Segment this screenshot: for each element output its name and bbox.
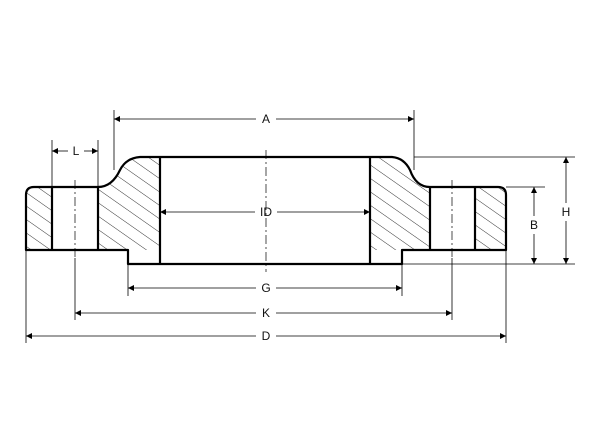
label-k: K	[262, 306, 270, 320]
right-flange-section-outer	[475, 187, 506, 250]
left-hub-section	[98, 157, 160, 250]
extension-lines	[25, 110, 575, 343]
label-d: D	[262, 329, 271, 343]
label-g: G	[261, 281, 270, 295]
dimension-lines	[26, 116, 569, 339]
label-h: H	[562, 205, 571, 219]
label-a: A	[262, 112, 270, 126]
label-l: L	[73, 144, 80, 158]
center-lines	[74, 150, 453, 272]
right-hub-section	[370, 157, 430, 250]
label-b: B	[530, 218, 538, 232]
label-id: ID	[260, 205, 272, 219]
dimension-labels: A L ID B H G K D	[73, 112, 571, 343]
left-flange-section-outer	[26, 187, 52, 250]
